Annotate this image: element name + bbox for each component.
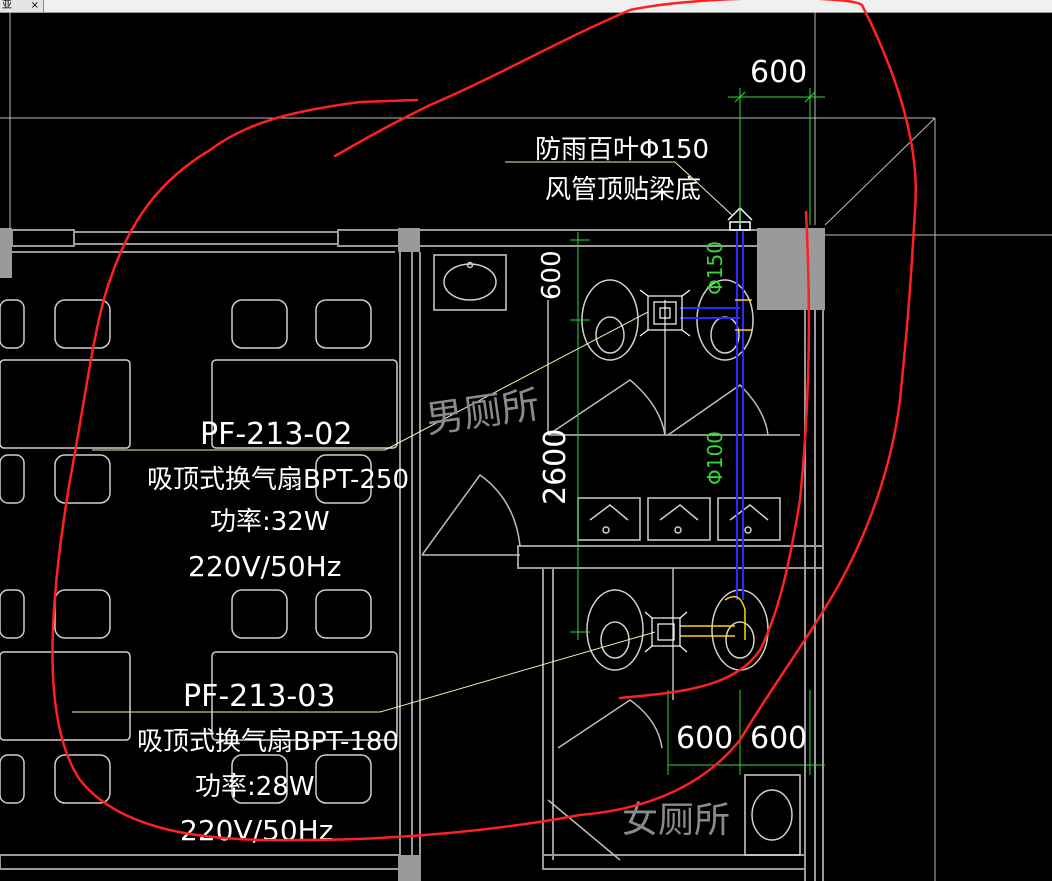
- callout-top-line2: 风管顶贴梁底: [545, 175, 701, 205]
- fan1-model: 吸顶式换气扇BPT-250: [147, 465, 409, 495]
- outer-grid-lines: [0, 12, 1052, 881]
- dimension-lines: [570, 88, 825, 775]
- exhaust-ducts: [680, 230, 752, 640]
- room-label-female: 女厕所: [622, 800, 730, 841]
- fan2-model: 吸顶式换气扇BPT-180: [137, 727, 399, 757]
- door-swings: [421, 300, 800, 861]
- fan1-supply: 220V/50Hz: [188, 550, 341, 583]
- fan1-tag: PF-213-02: [200, 417, 352, 452]
- exhaust-fan-upper[interactable]: [639, 289, 691, 337]
- callout-top-line1: 防雨百叶Φ150: [535, 135, 709, 165]
- dim-top-600: 600: [750, 55, 807, 90]
- fan2-power: 功率:28W: [195, 772, 315, 802]
- dim-vert-600: 600: [537, 250, 567, 300]
- red-markup: [51, 0, 917, 842]
- fan1-power: 功率:32W: [210, 507, 330, 537]
- dim-bottom-600-right: 600: [750, 721, 807, 756]
- walls: [0, 228, 825, 881]
- squat-toilets: [581, 279, 769, 671]
- drawing-tab-label: 亚: [2, 0, 12, 11]
- duct-size-100: Φ100: [703, 431, 727, 485]
- leader-lines: [72, 161, 733, 713]
- window-title-bar: 亚 ×: [0, 0, 1052, 13]
- close-icon[interactable]: ×: [30, 0, 39, 11]
- duct-size-150: Φ150: [703, 241, 727, 295]
- room-label-male: 男厕所: [423, 382, 542, 441]
- fan2-supply: 220V/50Hz: [180, 814, 333, 847]
- exhaust-fan-lower[interactable]: [644, 611, 688, 653]
- dim-bottom-600-left: 600: [676, 721, 733, 756]
- furniture: [0, 299, 398, 804]
- drawing-tab[interactable]: 亚 ×: [0, 0, 44, 12]
- dim-vert-2600: 2600: [538, 429, 573, 505]
- fan2-tag: PF-213-03: [183, 679, 335, 714]
